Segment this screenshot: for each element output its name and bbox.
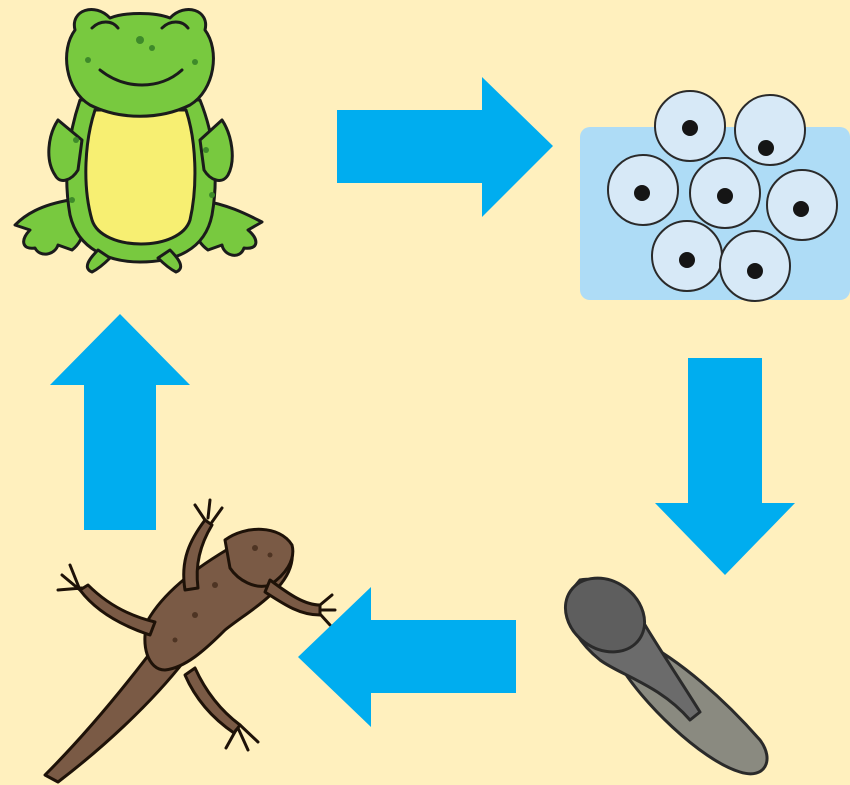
life-cycle-diagram <box>0 0 850 785</box>
